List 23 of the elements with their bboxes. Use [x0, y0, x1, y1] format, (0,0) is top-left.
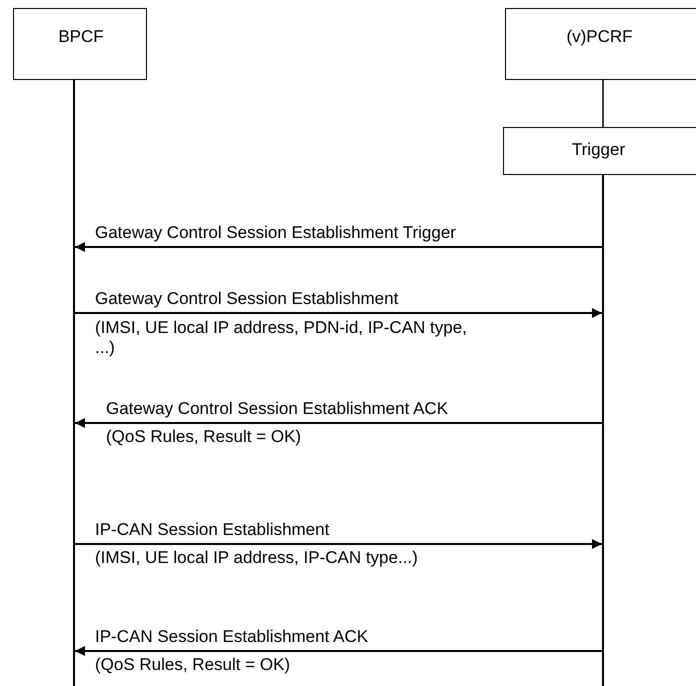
message-arrow — [75, 646, 602, 656]
message-parameters: (IMSI, UE local IP address, IP-CAN type...) — [95, 548, 419, 568]
action-box — [503, 127, 696, 175]
message-label: Gateway Control Session Establishment ACK — [106, 399, 448, 419]
entity-label: (v)PCRF — [565, 27, 634, 47]
message-arrow — [75, 539, 602, 549]
lifeline — [73, 80, 75, 686]
message-label: Gateway Control Session Establishment Trigger — [95, 223, 456, 243]
message-parameters: (IMSI, UE local IP address, PDN-id, IP-CAN type, ...) — [95, 318, 468, 358]
message-parameters: (QoS Rules, Result = OK) — [95, 655, 292, 675]
message-arrow — [75, 242, 602, 252]
entity-box — [505, 8, 696, 80]
message-label: IP-CAN Session Establishment — [95, 520, 330, 540]
message-label: Gateway Control Session Establishment — [95, 289, 398, 309]
lifeline — [602, 175, 604, 686]
entity-box — [13, 8, 147, 80]
message-arrow — [75, 418, 602, 428]
lifeline — [602, 80, 604, 127]
message-arrow — [75, 308, 602, 318]
message-label: IP-CAN Session Establishment ACK — [95, 627, 368, 647]
action-label: Trigger — [570, 140, 626, 160]
message-parameters: (QoS Rules, Result = OK) — [106, 427, 302, 447]
entity-label: BPCF — [57, 27, 105, 47]
